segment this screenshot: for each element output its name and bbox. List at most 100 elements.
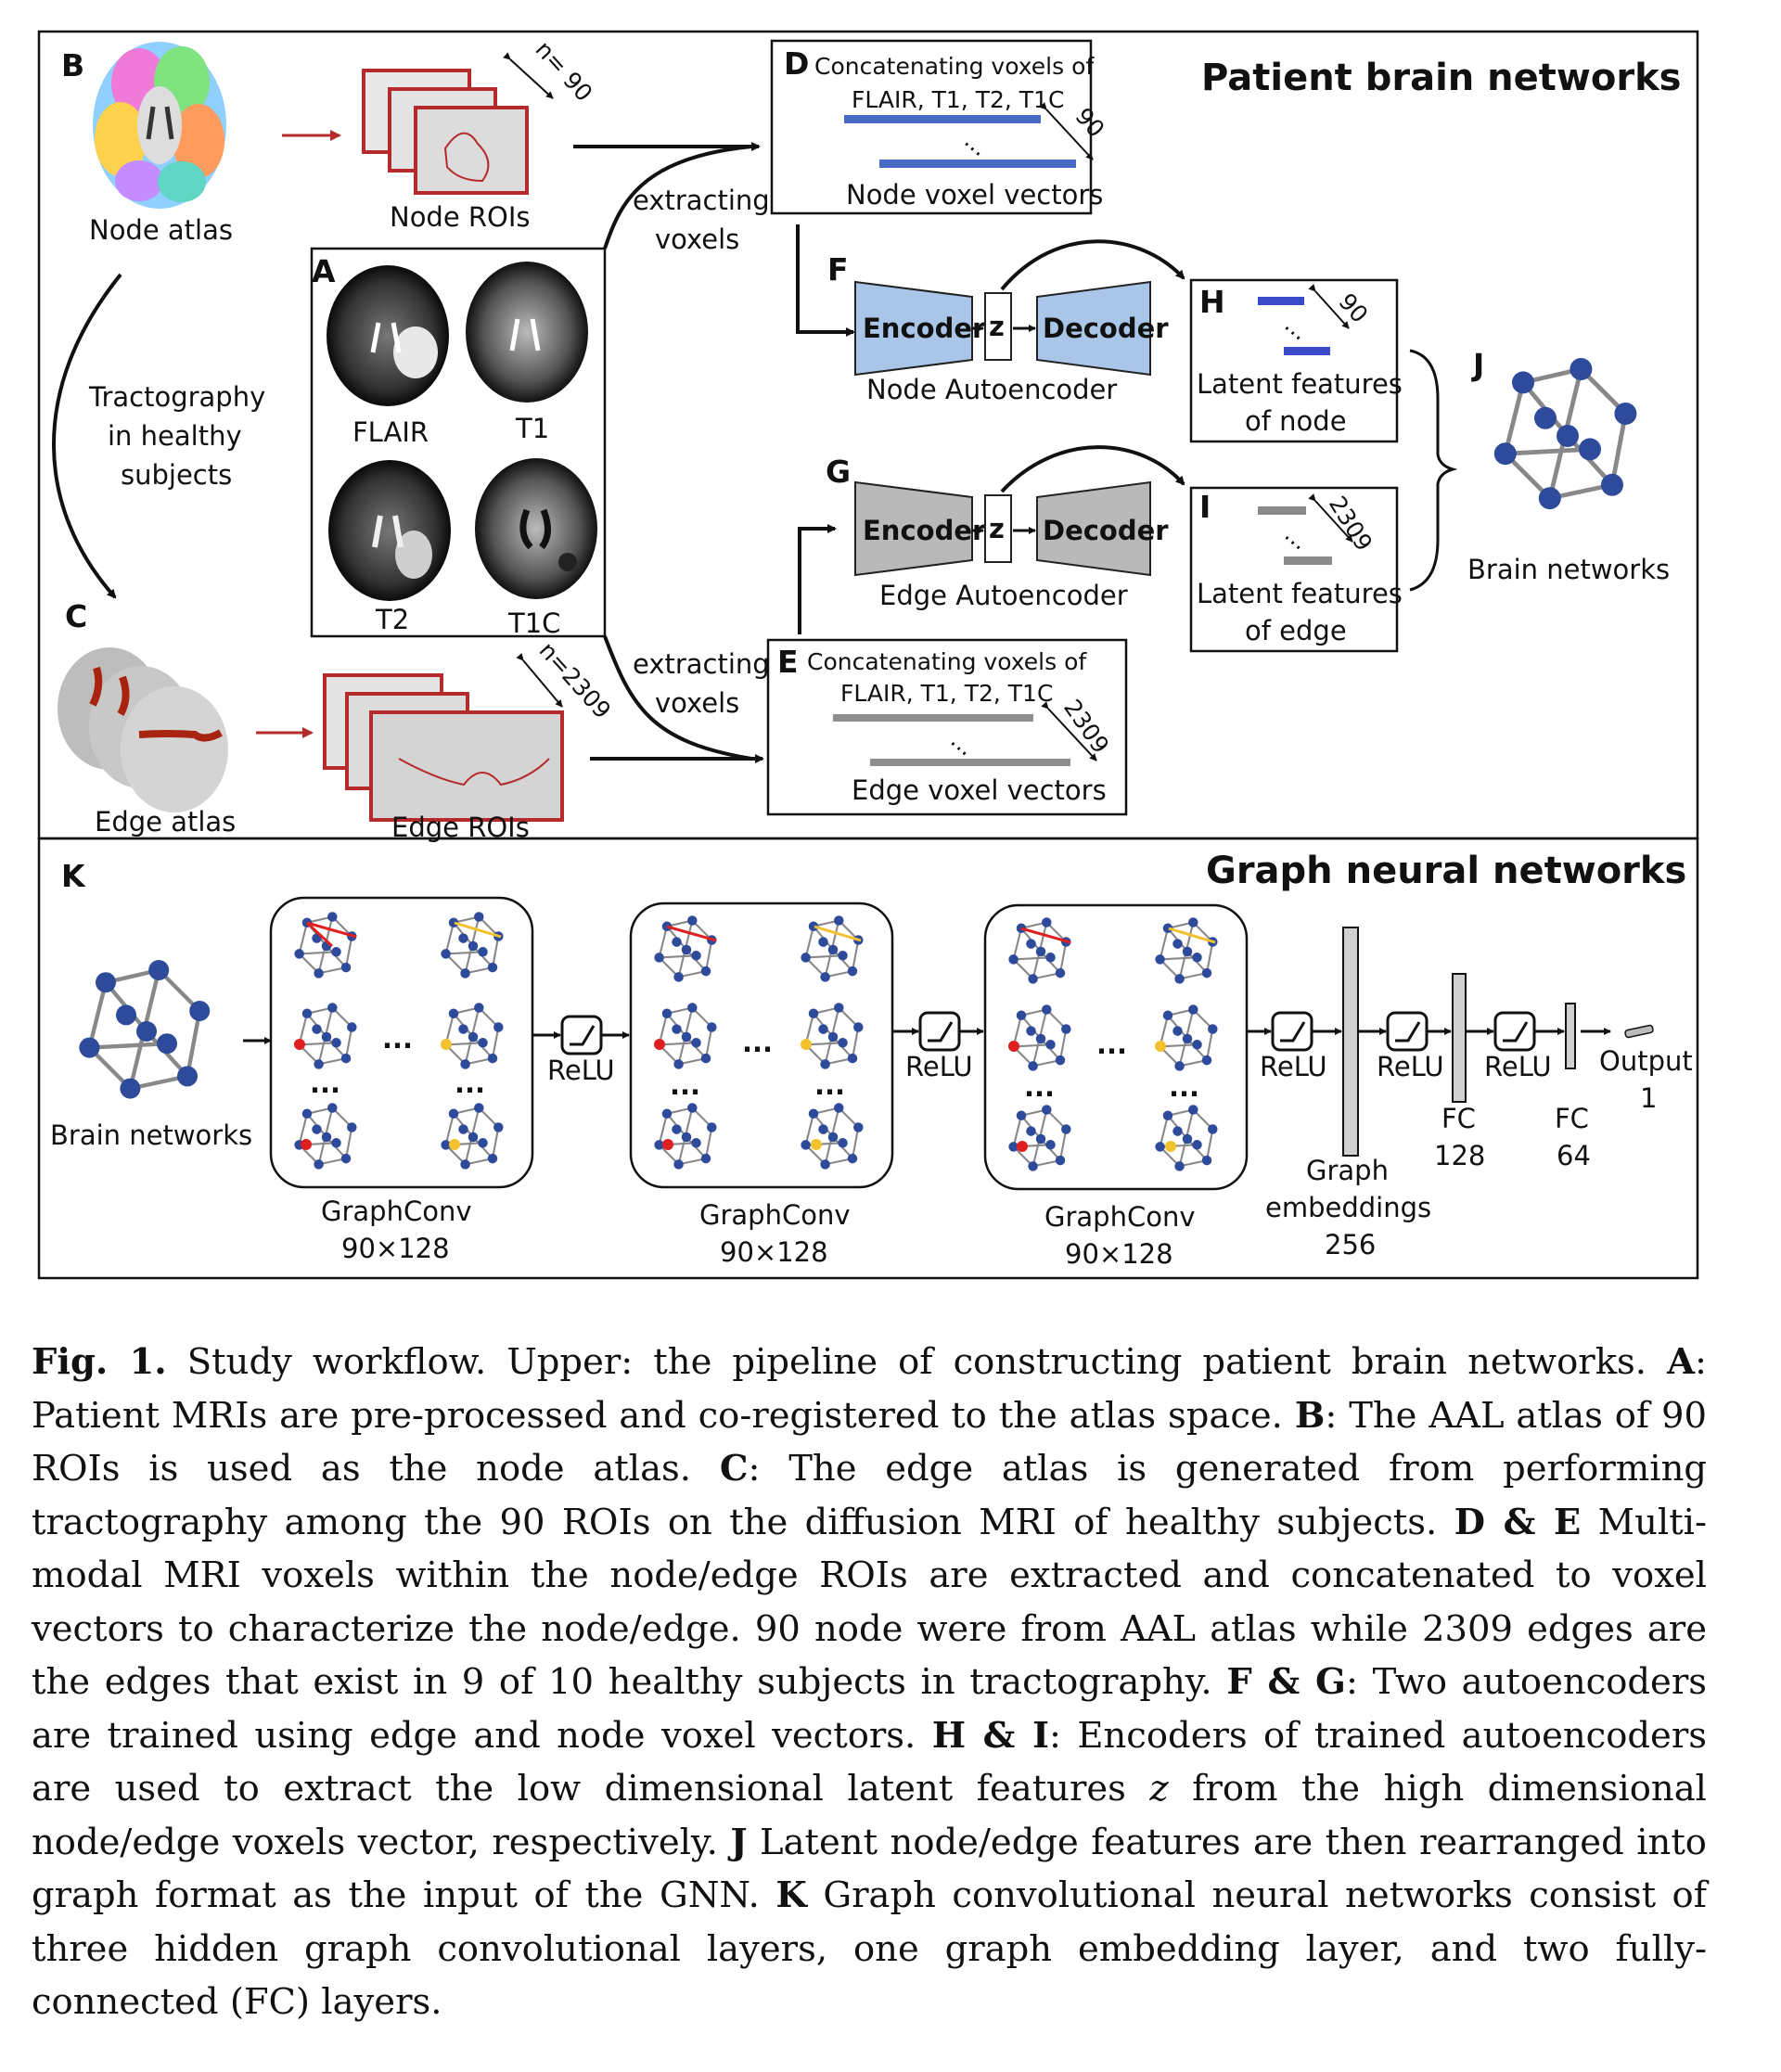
extract-lower-line2: voxels <box>655 687 739 719</box>
edge-z: z <box>989 513 1005 544</box>
gc1-dim: 90×128 <box>341 1233 450 1264</box>
caption-b-text: : The AAL atlas of 90 ROIs is used as th… <box>32 1394 1707 1490</box>
extract-upper-line1: extracting <box>633 185 770 216</box>
latent-edge-line2: of edge <box>1245 615 1347 646</box>
gc3-dots-right: ... <box>1169 1071 1199 1103</box>
panel-letter-b: B <box>61 47 84 83</box>
node-atlas-label: Node atlas <box>89 214 233 246</box>
tractography-line1: Tractography <box>88 381 265 413</box>
node-z-box <box>984 292 1012 361</box>
edge-concat-line2: FLAIR, T1, T2, T1C <box>840 680 1053 707</box>
edge-vector-count-arrow <box>1041 701 1097 761</box>
gnn-input-label: Brain networks <box>50 1119 252 1151</box>
edge-concat-line1: Concatenating voxels of <box>807 648 1087 675</box>
graphconv-block-2 <box>629 902 894 1189</box>
latent-edge-box <box>1189 486 1399 653</box>
node-vectors-label: Node voxel vectors <box>846 179 1103 211</box>
graphconv-block-3 <box>983 903 1249 1191</box>
node-decoder <box>1036 280 1151 377</box>
caption-k-text: Graph convolutional neural networks cons… <box>32 1874 1707 2023</box>
relu-label-2: ReLU <box>905 1051 973 1082</box>
latent-node-line1: Latent features <box>1197 368 1403 400</box>
node-encoder-label: Encoder <box>863 313 986 344</box>
edge-z-box <box>984 494 1012 563</box>
mri-t1c-image <box>475 458 597 599</box>
relu-label-5: ReLU <box>1484 1051 1552 1082</box>
edge-atlas-image <box>58 647 228 812</box>
latent-edge-line1: Latent features <box>1197 578 1403 609</box>
edge-roi-count-arrow <box>516 653 563 708</box>
caption-hi-text: : Encoders of trained autoencoders are u… <box>32 1714 1707 1810</box>
latent-node-box <box>1189 278 1399 443</box>
latent-node-bottom <box>1284 347 1330 355</box>
relu-icon-5 <box>1493 1011 1536 1052</box>
graph-emb-line2: embeddings <box>1265 1192 1431 1223</box>
gc1-ellipsis: ... <box>382 1023 413 1055</box>
tractography-line3: subjects <box>121 459 232 491</box>
caption-c-key: C <box>719 1448 749 1490</box>
mri-t1-label: T1 <box>515 413 549 444</box>
node-decoder-label: Decoder <box>1043 313 1169 344</box>
mri-t2-image <box>328 460 451 601</box>
panel-letter-f: F <box>827 251 849 288</box>
panel-letter-a: A <box>312 253 336 289</box>
relu-icon-3 <box>1271 1011 1313 1052</box>
latent-edge-dots: ··· <box>1275 526 1310 561</box>
latent-node-count-arrow <box>1308 284 1350 329</box>
node-atlas-image <box>93 42 226 209</box>
caption-intro: Study workflow. Upper: the pipeline of c… <box>186 1341 1647 1383</box>
fc-64-layer <box>1565 1003 1576 1069</box>
graphconv-block-1 <box>269 896 534 1189</box>
graph-embedding-layer <box>1342 927 1359 1157</box>
gc2-dim: 90×128 <box>720 1236 828 1268</box>
extract-upper-line2: voxels <box>655 224 739 255</box>
graph-emb-line1: Graph <box>1306 1155 1389 1186</box>
figure: Patient brain networks Graph neural netw… <box>37 30 1699 1280</box>
node-vector-bottom <box>879 160 1076 168</box>
arrow-tractography <box>52 273 122 599</box>
figure-caption: Fig. 1. Study workflow. Upper: the pipel… <box>32 1336 1707 2029</box>
relu-label-1: ReLU <box>547 1055 615 1086</box>
arrow-e-to-g <box>798 524 837 634</box>
caption-hi-text2: from the high dimensional node/edge voxe… <box>32 1768 1707 1863</box>
edge-vectors-label: Edge voxel vectors <box>852 774 1107 806</box>
caption-de-key: D & E <box>1454 1501 1582 1543</box>
edge-vector-count: 2309 <box>1058 695 1114 759</box>
panel-letter-c: C <box>65 598 87 634</box>
gc1-dots-right: ... <box>455 1068 485 1099</box>
caption-hi-var: z <box>1149 1768 1169 1810</box>
panel-letter-k: K <box>61 858 86 894</box>
mri-panel-frame <box>310 247 607 638</box>
extract-lower-line1: extracting <box>633 648 770 680</box>
gc3-dots-left: ... <box>1024 1071 1055 1103</box>
edge-rois-image <box>323 673 564 822</box>
output-label: Output <box>1599 1045 1693 1077</box>
edge-concat-box <box>766 638 1128 816</box>
relu-icon-2 <box>918 1011 961 1052</box>
panel-letter-j: J <box>1471 347 1484 383</box>
fc-128-layer <box>1452 973 1467 1103</box>
latent-node-top <box>1258 297 1304 305</box>
caption-fg-key: F & G <box>1226 1661 1346 1703</box>
node-concat-line2: FLAIR, T1, T2, T1C <box>852 86 1064 113</box>
caption-a-key: A <box>1667 1341 1695 1383</box>
caption-fg-text: : Two autoencoders are trained using edg… <box>32 1661 1707 1757</box>
gc2-ellipsis: ... <box>742 1027 773 1058</box>
graph-emb-dim: 256 <box>1325 1229 1376 1260</box>
gnn-input-network <box>79 960 210 1099</box>
edge-decoder-label: Decoder <box>1043 515 1169 546</box>
mri-flair-image <box>327 265 449 406</box>
arrow-z-to-i <box>1000 445 1185 493</box>
node-vector-top <box>844 115 1041 123</box>
lower-panel-frame <box>37 837 1699 1280</box>
fc1-label: FC <box>1441 1103 1476 1134</box>
fc2-label: FC <box>1555 1103 1589 1134</box>
node-roi-count-arrow <box>503 52 554 99</box>
latent-edge-count: 2309 <box>1324 492 1377 556</box>
gc3-dim: 90×128 <box>1065 1238 1173 1270</box>
panel-letter-e: E <box>777 644 799 680</box>
edge-atlas-label: Edge atlas <box>95 806 236 838</box>
node-ae-label: Node Autoencoder <box>866 374 1117 405</box>
caption-de-text: Multi-modal MRI voxels within the node/e… <box>32 1501 1707 1704</box>
node-roi-count: n= 90 <box>531 36 598 107</box>
